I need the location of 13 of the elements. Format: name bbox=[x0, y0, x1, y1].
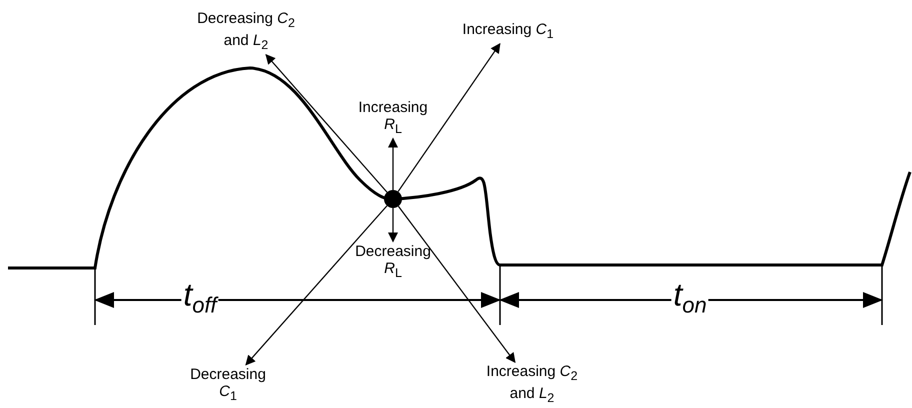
parameter-label: Increasing R$_{L}$ bbox=[348, 98, 438, 138]
operating-point-dot bbox=[384, 190, 402, 208]
parameter-label: Decreasing C$_{2}$ and L$_{2}$ bbox=[191, 10, 301, 54]
arrow bbox=[388, 138, 398, 190]
arrow bbox=[388, 208, 398, 242]
arrow bbox=[265, 54, 388, 193]
parameter-label: Decreasing R$_{L}$ bbox=[348, 242, 438, 282]
arrow bbox=[398, 206, 516, 363]
parameter-label: Decreasing C$_{1}$ bbox=[183, 366, 273, 404]
parameter-label: Increasing C$_{2}$ and L$_{2}$ bbox=[477, 363, 587, 407]
arrow bbox=[245, 205, 388, 366]
parameter-label: Increasing C$_{1}$ bbox=[458, 21, 558, 43]
arrow bbox=[398, 43, 500, 192]
